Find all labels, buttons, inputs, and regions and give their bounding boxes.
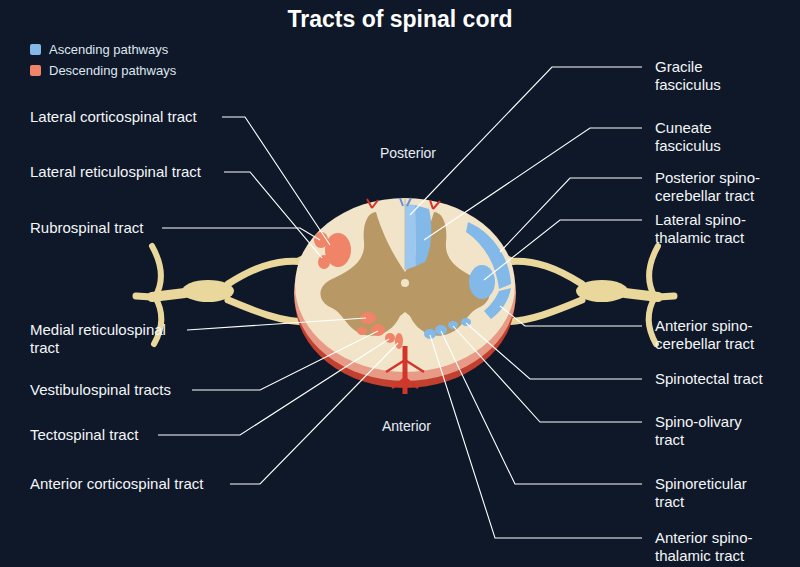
tract-label: Vestibulospinal tracts: [30, 381, 240, 399]
legend-text: Descending pathways: [49, 62, 176, 80]
spinotectal-region: [461, 318, 471, 326]
legend-swatch: [30, 44, 41, 55]
legend-text: Ascending pathways: [49, 41, 168, 59]
nerve-branch: [152, 246, 161, 297]
tract-label: Gracile fasciculus: [655, 58, 755, 94]
leader-line: [162, 228, 320, 240]
tract-label: Lateral spino- thalamic tract: [655, 211, 790, 247]
orientation-label: Posterior: [380, 144, 436, 162]
tectospinal-region: [385, 333, 395, 343]
vestibulospinal-region: [357, 327, 367, 335]
posterior-vein: [400, 198, 411, 206]
leader-line: [222, 117, 330, 245]
anterior-spinothalamic-region: [424, 329, 436, 339]
leader-line: [466, 323, 642, 379]
leader-line: [224, 172, 322, 258]
legend-swatch: [30, 65, 41, 76]
tract-label: Anterior spino- cerebellar tract: [655, 317, 790, 353]
leader-line: [192, 331, 378, 390]
central-canal: [401, 279, 409, 287]
grey-matter: [320, 212, 405, 336]
tract-label: Lateral reticulospinal tract: [30, 163, 240, 181]
tract-label: Spinoreticular tract: [655, 475, 770, 511]
leader-line: [410, 67, 642, 215]
tract-label: Rubrospinal tract: [30, 219, 240, 237]
leader-line: [500, 178, 642, 252]
tract-label: Anterior corticospinal tract: [30, 475, 240, 493]
leader-line: [430, 335, 642, 538]
spino-olivary-region: [448, 321, 458, 329]
posterior-vessel: [367, 199, 440, 209]
title: Tracts of spinal cord: [0, 5, 800, 33]
leader-line: [230, 343, 398, 484]
orientation-label: Anterior: [382, 417, 431, 435]
white-matter: [295, 198, 515, 372]
leader-line: [453, 326, 642, 422]
spinal-ganglion: [182, 280, 234, 302]
artery-branch: [386, 360, 424, 388]
dorsal-root: [228, 261, 305, 284]
anterior-spinocerebellar-region: [484, 288, 511, 319]
tract-label: Posterior spino- cerebellar tract: [655, 169, 790, 205]
tract-label: Cuneate fasciculus: [655, 119, 755, 155]
leader-line: [424, 128, 642, 240]
rubrospinal-region: [314, 232, 328, 248]
leader-line: [441, 331, 642, 484]
cuneate-region: [415, 205, 431, 266]
tract-label: Lateral corticospinal tract: [30, 108, 240, 126]
anterior-spinal-artery: [403, 346, 408, 394]
leader-line: [187, 318, 366, 330]
leader-lines: [158, 67, 642, 538]
anterior-corticospinal-region: [395, 333, 403, 349]
vestibulospinal-region: [371, 324, 385, 336]
tract-label: Tectospinal tract: [30, 426, 240, 444]
lateral-spinothalamic-region: [469, 265, 495, 299]
spinoreticular-region: [435, 325, 447, 335]
tract-label: Spino-olivary tract: [655, 413, 765, 449]
tract-label: Spinotectal tract: [655, 370, 795, 388]
leader-line: [500, 306, 642, 326]
tract-label: Anterior spino- thalamic tract: [655, 529, 790, 565]
lateral-reticulospinal-region: [318, 255, 330, 269]
nerve-branch: [136, 296, 152, 297]
tract-label: Medial reticulospinal tract: [30, 321, 190, 357]
leader-line: [484, 220, 642, 280]
